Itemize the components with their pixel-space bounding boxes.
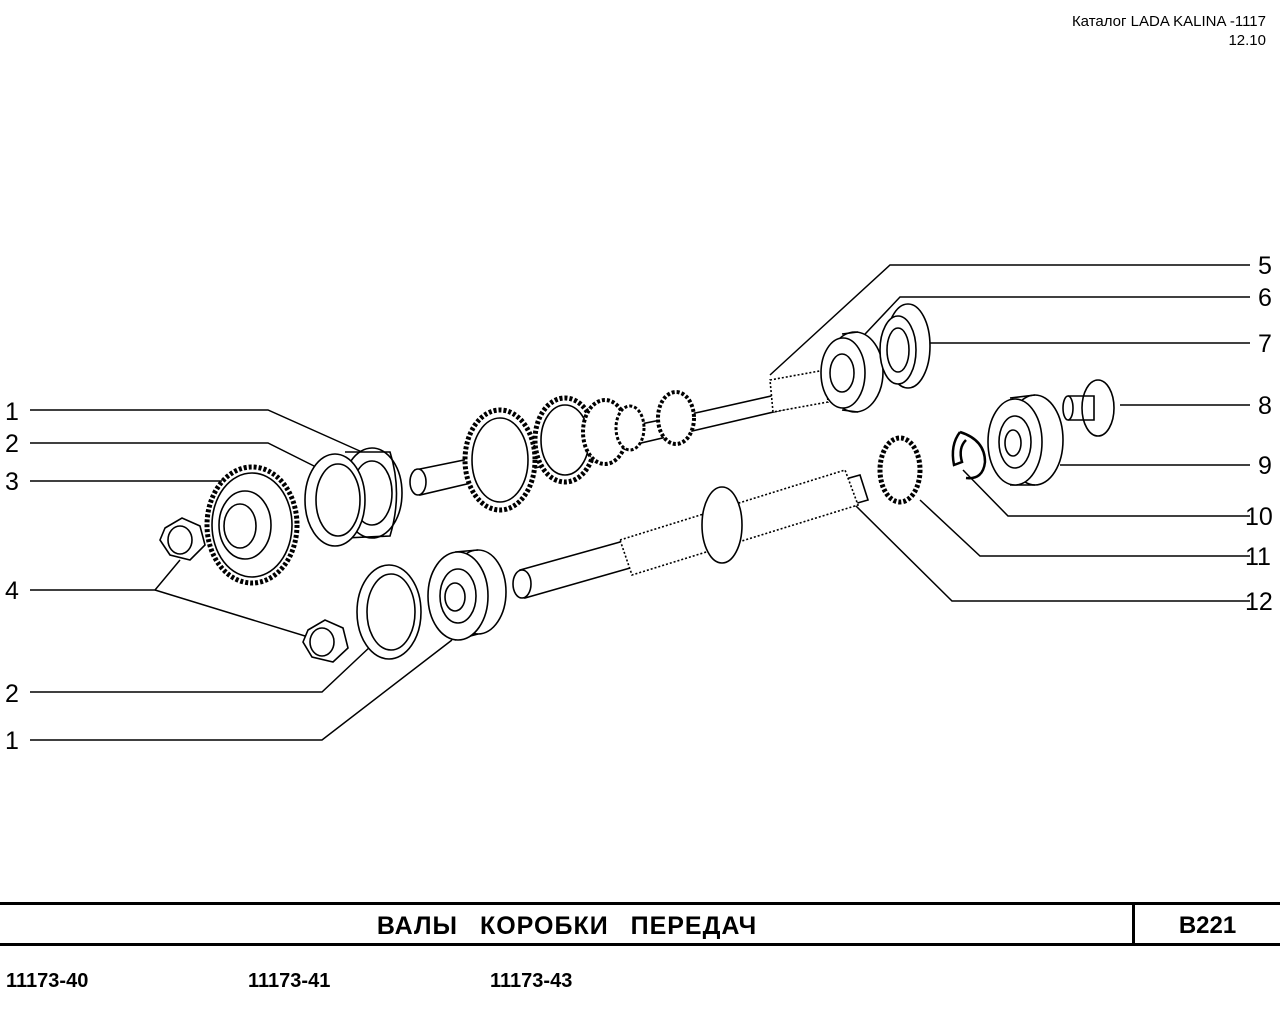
gearbox-shafts-diagram: 1 2 3 4 2 1 5 6 7 8 9 10 11 12 xyxy=(5,252,1273,755)
input-shaft xyxy=(409,369,829,513)
bearing-part-6 xyxy=(820,331,884,413)
model-code-3: 11173-43 xyxy=(490,970,573,992)
section-title: ВАЛЫ КОРОБКИ ПЕРЕДАЧ xyxy=(376,912,758,940)
title-divider xyxy=(1132,905,1135,943)
callout-7: 7 xyxy=(1258,330,1272,358)
callout-11: 11 xyxy=(1245,543,1271,571)
callout-2-upper: 2 xyxy=(5,430,19,458)
callout-2-lower: 2 xyxy=(5,680,19,708)
title-bar: ВАЛЫ КОРОБКИ ПЕРЕДАЧ B221 xyxy=(0,902,1280,946)
catalog-header: Каталог LADA KALINA -1117 12.10 xyxy=(1072,12,1266,50)
catalog-date: 12.10 xyxy=(1228,32,1266,49)
callout-8: 8 xyxy=(1258,392,1272,420)
callout-4: 4 xyxy=(5,577,19,605)
model-code-1: 11173-40 xyxy=(6,970,89,992)
snap-ring-part-2-lower xyxy=(356,564,422,660)
bearing-part-9 xyxy=(987,394,1064,486)
oil-seal-part-7 xyxy=(879,303,931,389)
callout-3: 3 xyxy=(5,468,19,496)
leader-lines xyxy=(30,264,1250,741)
callout-labels: 1 2 3 4 2 1 5 6 7 8 9 10 11 12 xyxy=(5,252,1273,755)
nut-part-4-upper xyxy=(159,517,206,561)
callout-9: 9 xyxy=(1258,452,1272,480)
model-code-2: 11173-41 xyxy=(248,970,331,992)
callout-1-lower: 1 xyxy=(5,727,19,755)
gear-part-3 xyxy=(204,464,300,586)
catalog-title: Каталог LADA KALINA -1117 xyxy=(1071,13,1266,30)
callout-6: 6 xyxy=(1258,284,1272,312)
washer-part-8 xyxy=(1062,379,1115,437)
callout-1-upper: 1 xyxy=(5,398,19,426)
nut-part-4-lower xyxy=(302,619,349,663)
output-shaft xyxy=(512,435,923,600)
callout-12: 12 xyxy=(1245,588,1273,616)
callout-10: 10 xyxy=(1245,503,1273,531)
bearing-part-1-lower xyxy=(427,549,507,641)
snap-ring-part-2-upper xyxy=(304,453,366,547)
retaining-ring-part-10 xyxy=(951,430,987,480)
callout-5: 5 xyxy=(1258,252,1272,280)
section-code: B221 xyxy=(1178,912,1237,939)
